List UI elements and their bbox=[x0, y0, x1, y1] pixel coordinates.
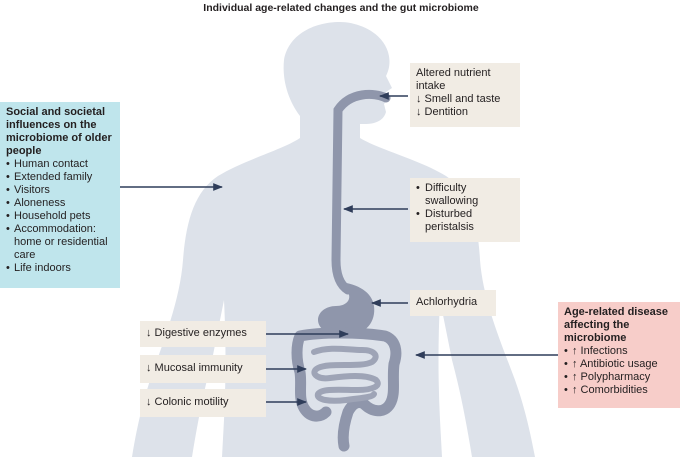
list-item: •Household pets bbox=[6, 210, 91, 222]
colonic-box: ↓ Colonic motility bbox=[140, 389, 266, 417]
list-item: •Extended family bbox=[6, 171, 93, 183]
enzymes-label: ↓ Digestive enzymes bbox=[146, 327, 247, 339]
achlorhydria-box: Achlorhydria bbox=[410, 290, 496, 316]
list-item: •↑ Infections bbox=[564, 345, 628, 357]
disease-list: •↑ Infections •↑ Antibiotic usage •↑ Pol… bbox=[564, 345, 674, 397]
social-heading: Social and societal influences on the mi… bbox=[6, 106, 112, 157]
social-influences-box: Social and societal influences on the mi… bbox=[0, 102, 120, 288]
nutrient-box: Altered nutrient intake ↓ Smell and tast… bbox=[410, 63, 520, 127]
list-item: •Difficulty swallowing bbox=[416, 182, 479, 207]
enzymes-box: ↓ Digestive enzymes bbox=[140, 321, 266, 347]
colonic-label: ↓ Colonic motility bbox=[146, 396, 229, 408]
achlorhydria-label: Achlorhydria bbox=[416, 296, 478, 308]
nutrient-line2: ↓ Smell and taste bbox=[416, 93, 501, 105]
list-item: •↑ Polypharmacy bbox=[564, 371, 651, 383]
list-item: •Aloneness bbox=[6, 197, 66, 209]
list-item: •Visitors bbox=[6, 184, 50, 196]
mucosal-box: ↓ Mucosal immunity bbox=[140, 355, 266, 383]
nutrient-line1: Altered nutrient intake bbox=[416, 67, 491, 92]
list-item: •↑ Comorbidities bbox=[564, 384, 648, 396]
swallowing-list: •Difficulty swallowing •Disturbed perist… bbox=[416, 182, 514, 234]
nutrient-line3: ↓ Dentition bbox=[416, 106, 468, 118]
colon bbox=[291, 327, 402, 452]
list-item: •Life indoors bbox=[6, 262, 71, 274]
stomach bbox=[318, 282, 375, 337]
list-item: •Accommodation: home or residential care bbox=[6, 223, 108, 261]
list-item: •Disturbed peristalsis bbox=[416, 208, 474, 233]
figure-title: Individual age-related changes and the g… bbox=[203, 2, 479, 14]
mucosal-label: ↓ Mucosal immunity bbox=[146, 362, 243, 374]
swallowing-box: •Difficulty swallowing •Disturbed perist… bbox=[410, 178, 520, 242]
disease-box: Age-related disease affecting the microb… bbox=[558, 302, 680, 408]
list-item: •Human contact bbox=[6, 158, 88, 170]
social-list: •Human contact •Extended family •Visitor… bbox=[6, 158, 116, 275]
small-intestine bbox=[311, 345, 381, 404]
disease-heading: Age-related disease affecting the microb… bbox=[564, 306, 668, 344]
list-item: •↑ Antibiotic usage bbox=[564, 358, 658, 370]
